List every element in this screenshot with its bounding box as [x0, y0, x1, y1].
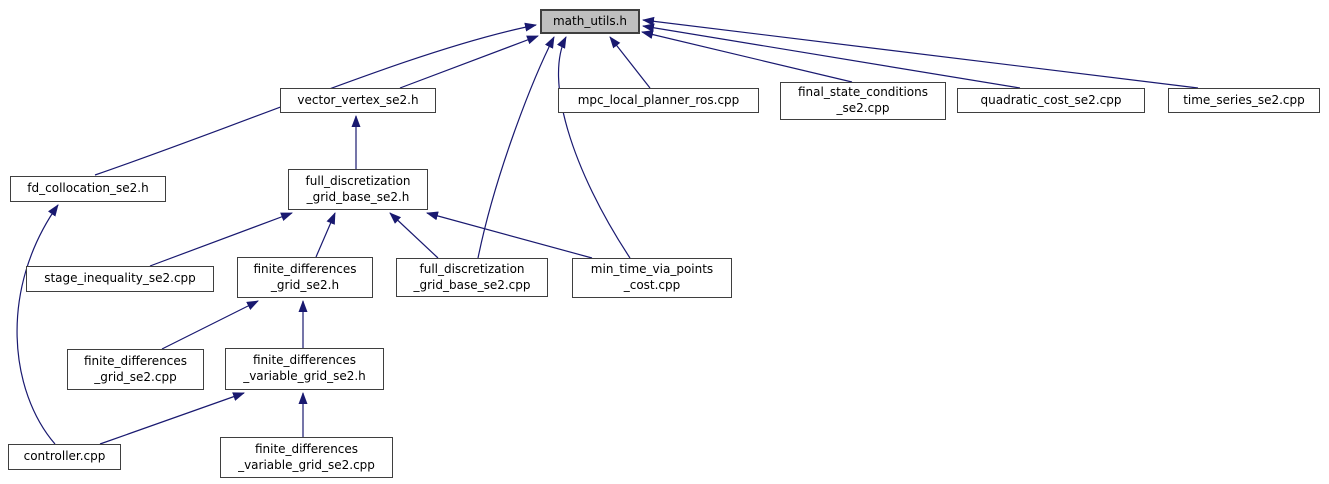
node-fd-collocation-se2-h[interactable]: fd_collocation_se2.h — [10, 176, 166, 202]
edge-vector_vertex_se2_h-math_utils_h — [399, 35, 539, 89]
node-finite-differences-variable-grid-se2-cpp[interactable]: finite_differences _variable_grid_se2.cp… — [220, 437, 393, 478]
node-full-discretization-grid-base-se2-h[interactable]: full_discretization _grid_base_se2.h — [288, 169, 428, 210]
node-vector-vertex-se2-h[interactable]: vector_vertex_se2.h — [280, 88, 436, 113]
edge-controller_cpp-fd_collocation_se2_h — [16, 204, 59, 445]
edge-final_state_conditions_se2_cpp-math_utils_h — [641, 30, 853, 83]
node-time-series-se2-cpp[interactable]: time_series_se2.cpp — [1168, 88, 1320, 113]
node-controller-cpp[interactable]: controller.cpp — [8, 444, 121, 470]
edge-mpc_local_planner_ros_cpp-math_utils_h — [609, 36, 651, 89]
node-math-utils-h[interactable]: math_utils.h — [540, 9, 640, 34]
edge-finite_differences_grid_se2_cpp-finite_differences_grid_se2_h — [161, 300, 259, 350]
edge-finite_differences_grid_se2_h-full_discretization_grid_base_se2_h — [315, 212, 336, 258]
edge-full_discretization_grid_base_se2_cpp-math_utils_h — [477, 36, 555, 259]
node-finite-differences-grid-se2-cpp[interactable]: finite_differences _grid_se2.cpp — [67, 349, 204, 390]
node-mpc-local-planner-ros-cpp[interactable]: mpc_local_planner_ros.cpp — [558, 88, 759, 113]
edge-quadratic_cost_se2_cpp-math_utils_h — [642, 23, 1021, 89]
edge-min_time_via_points_cost_cpp-math_utils_h — [556, 36, 631, 259]
node-finite-differences-grid-se2-h[interactable]: finite_differences _grid_se2.h — [237, 257, 373, 298]
edge-full_discretization_grid_base_se2_cpp-full_discretization_grid_base_se2_h — [389, 212, 439, 259]
node-full-discretization-grid-base-se2-cpp[interactable]: full_discretization _grid_base_se2.cpp — [396, 258, 548, 297]
node-stage-inequality-se2-cpp[interactable]: stage_inequality_se2.cpp — [26, 266, 214, 292]
node-final-state-conditions-se2-cpp[interactable]: final_state_conditions _se2.cpp — [780, 82, 946, 120]
node-quadratic-cost-se2-cpp[interactable]: quadratic_cost_se2.cpp — [957, 88, 1145, 113]
node-finite-differences-variable-grid-se2-h[interactable]: finite_differences _variable_grid_se2.h — [225, 348, 384, 390]
edge-stage_inequality_se2_cpp-full_discretization_grid_base_se2_h — [149, 212, 293, 267]
edge-controller_cpp-finite_differences_variable_grid_se2_h — [99, 392, 245, 445]
node-min-time-via-points-cost-cpp[interactable]: min_time_via_points _cost.cpp — [572, 258, 732, 298]
edge-min_time_via_points_cost_cpp-full_discretization_grid_base_se2_h — [426, 211, 593, 259]
edge-time_series_se2_cpp-math_utils_h — [642, 16, 1199, 89]
edge-fd_collocation_se2_h-math_utils_h — [94, 22, 537, 176]
